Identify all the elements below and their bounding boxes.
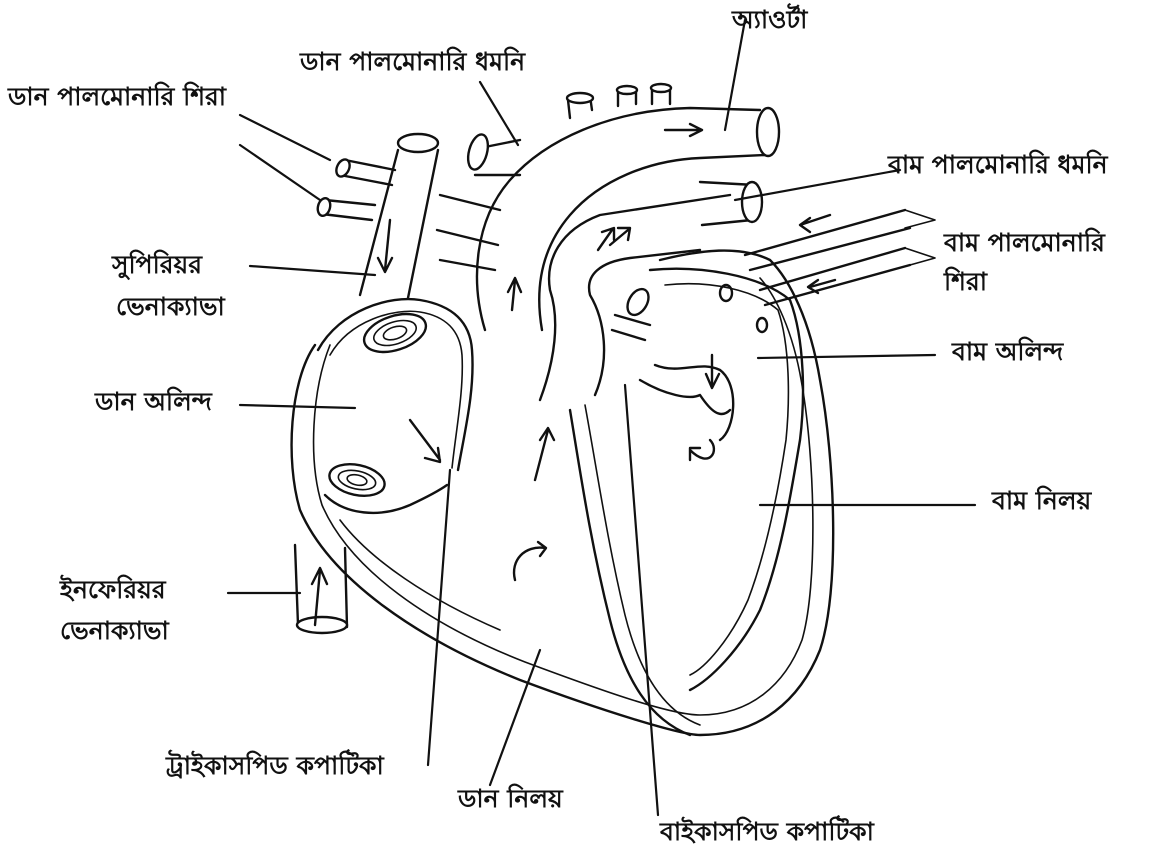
label-left-atrium: বাম অলিন্দ [952, 338, 1063, 367]
label-left-pulmonary-vein-line2: শিরা [944, 268, 987, 297]
label-left-pulmonary-artery: বাম পালমোনারি ধমনি [888, 151, 1108, 180]
right-atrium-floor [325, 485, 447, 513]
heart-outline [292, 251, 834, 735]
ivc-opening [326, 460, 387, 501]
label-right-pulmonary-vein: ডান পালমোনারি শিরা [8, 83, 226, 112]
inferior-vena-cava [295, 545, 347, 627]
label-left-pulmonary-vein-line1: বাম পালমোনারি [944, 229, 1105, 258]
label-superior-vena-cava-line2: ভেনাক্যাভা [116, 293, 225, 322]
right-atrium-inner [330, 311, 462, 468]
label-aorta: অ্যাওর্টা [732, 6, 807, 35]
label-inferior-vena-cava-line1: ইনফেরিয়র [60, 576, 166, 605]
label-superior-vena-cava-line1: সুপিরিয়র [112, 251, 202, 280]
label-right-atrium: ডান অলিন্দ [95, 388, 212, 417]
label-inferior-vena-cava-line2: ভেনাক্যাভা [60, 617, 169, 646]
svc-opening [359, 307, 430, 359]
label-left-ventricle: বাম নিলয় [992, 487, 1091, 516]
leader-lines [228, 20, 975, 815]
label-bicuspid-valve: বাইকাসপিড কপাটিকা [660, 818, 874, 847]
mitral-leaflet [640, 380, 730, 414]
label-right-pulmonary-artery: ডান পালমোনারি ধমনি [300, 48, 525, 77]
right-pulmonary-veins [322, 160, 500, 270]
label-right-ventricle: ডান নিলয় [458, 785, 563, 814]
left-atrium-floor [655, 365, 733, 440]
right-ventricle-inner [340, 520, 500, 630]
label-tricuspid-valve: ট্রাইকাসপিড কপাটিকা [166, 752, 384, 781]
heart-inner-wall [314, 278, 813, 715]
